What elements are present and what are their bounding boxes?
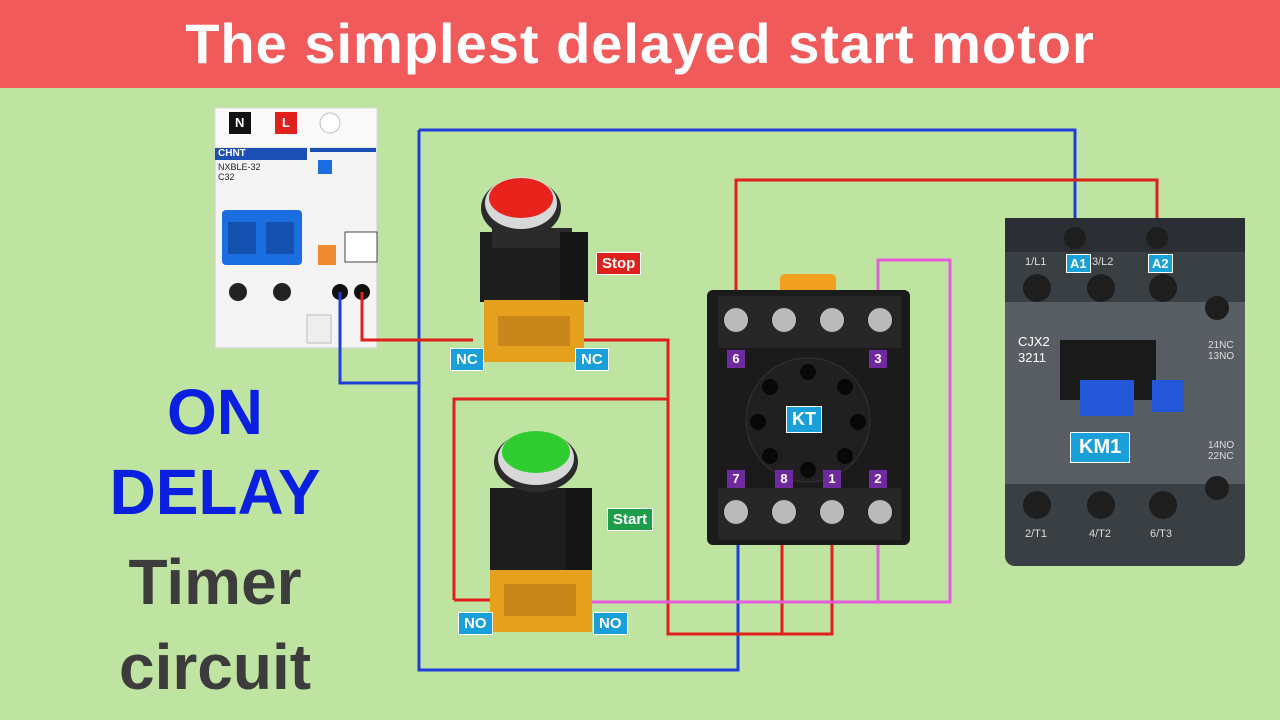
wires-blue: [338, 128, 1077, 672]
contactor-term-2t1: 2/T1: [1025, 528, 1048, 540]
breaker-model: NXBLE-32: [218, 162, 261, 172]
stop-nc-right: NC: [575, 348, 609, 371]
contactor-a2: A2: [1148, 254, 1173, 273]
breaker-n-label: N: [235, 115, 245, 130]
breaker-rating: C32: [218, 172, 235, 182]
contactor-side-14no: 14NO: [1208, 440, 1235, 451]
page-title: The simplest delayed start motor: [185, 12, 1095, 75]
contactor-side-21nc: 21NC: [1208, 340, 1234, 351]
timer-pin-7: 7: [727, 470, 745, 488]
contactor-km1-label: KM1: [1070, 432, 1131, 463]
wires-red: [360, 178, 1159, 636]
contactor-term-6t3: 6/T3: [1150, 528, 1173, 540]
circuit-breaker: [214, 107, 378, 349]
contactor-model-1: CJX2: [1018, 334, 1050, 349]
stop-button[interactable]: [480, 177, 588, 362]
contactor-a1: A1: [1066, 254, 1091, 273]
title-banner: The simplest delayed start motor: [0, 0, 1280, 88]
breaker-l-label: L: [282, 115, 290, 130]
start-label: Start: [607, 508, 654, 531]
timer-text: Timer: [128, 546, 302, 618]
timer-pin-3: 3: [869, 350, 887, 368]
breaker-brand: CHNT: [218, 148, 246, 159]
timer-pin-8: 8: [775, 470, 793, 488]
contactor-term-1l1: 1/L1: [1025, 256, 1047, 268]
timer-kt-label: KT: [786, 406, 822, 433]
stop-label: Stop: [596, 252, 642, 275]
circuit-text: circuit: [118, 631, 312, 703]
contactor-km1: [1005, 218, 1245, 566]
timer-pin-1: 1: [823, 470, 841, 488]
start-button[interactable]: [490, 431, 592, 632]
timer-pin-2: 2: [869, 470, 887, 488]
on-text: ON: [167, 376, 263, 448]
timer-pin-6: 6: [727, 350, 745, 368]
contactor-side-13no: 13NO: [1208, 351, 1235, 362]
contactor-term-4t2: 4/T2: [1089, 528, 1112, 540]
stop-nc-left: NC: [450, 348, 484, 371]
start-no-left: NO: [458, 612, 493, 635]
contactor-model-2: 3211: [1018, 350, 1046, 365]
start-no-right: NO: [593, 612, 628, 635]
contactor-term-3l2: 3/L2: [1092, 256, 1114, 268]
contactor-side-22nc: 22NC: [1208, 451, 1234, 462]
delay-text: DELAY: [109, 456, 321, 528]
